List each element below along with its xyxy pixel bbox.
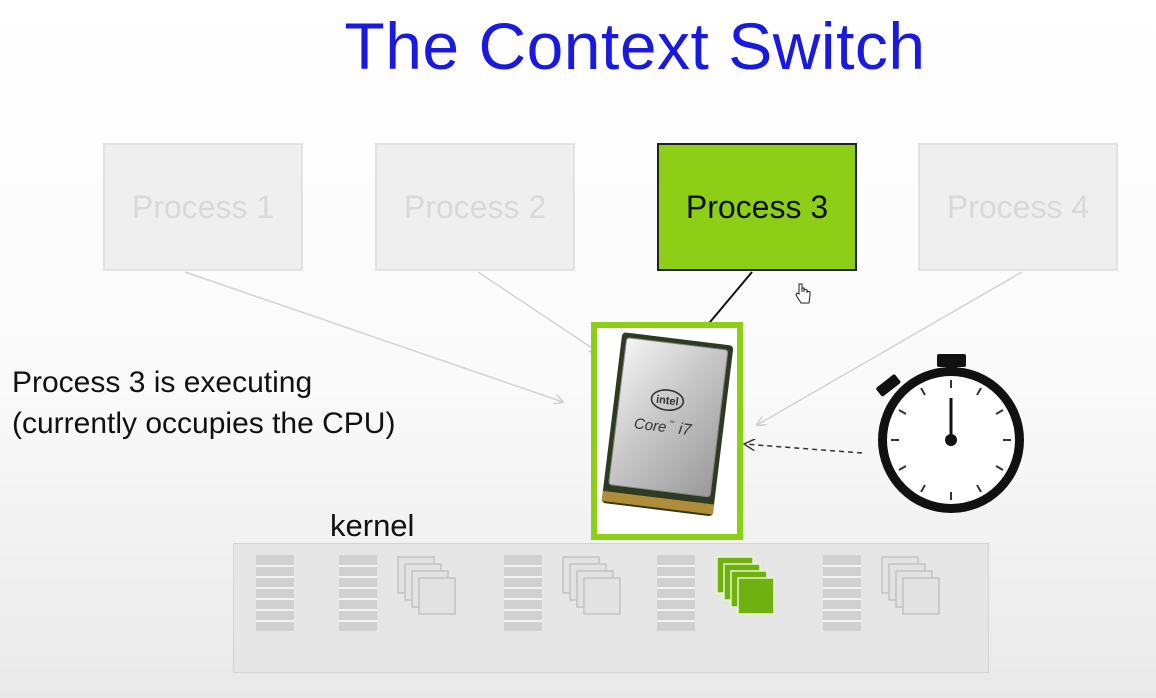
pcb-stack-4 [657,555,695,631]
page-stack-active [716,556,775,615]
process-1-box: Process 1 [103,143,303,271]
page-stack-5 [881,556,940,615]
hand-cursor-icon [795,283,811,304]
process-3-box: Process 3 [657,143,857,271]
cpu-brand: intel [655,394,679,409]
cpu-tm: ™ [668,419,675,427]
page-stack-2 [397,556,456,615]
arrow-process-1 [184,271,563,402]
kernel-structures [256,555,940,631]
cpu-suffix: i7 [678,421,694,440]
timer-arrow [744,444,863,454]
pcb-stack-3 [504,555,542,631]
slide-title: The Context Switch [344,9,926,83]
process-2-box: Process 2 [375,143,575,271]
pcb-stack-2 [339,555,377,631]
execution-caption: Process 3 is executing (currently occupi… [12,362,395,444]
caption-line-2: (currently occupies the CPU) [12,407,396,440]
caption-line-1: Process 3 is executing [12,366,313,399]
page-stack-3 [562,556,621,615]
pcb-stack-5 [823,555,861,631]
cpu-chip-icon: intel Core ™ i7 [601,332,734,516]
kernel-label: kernel [330,508,415,543]
cpu-model: Core [633,415,667,436]
arrow-process-2 [477,271,598,352]
process-4-box: Process 4 [918,143,1118,271]
arrow-process-4 [757,271,1023,425]
pcb-stack-1 [256,555,294,631]
stopwatch-icon [876,354,1024,513]
